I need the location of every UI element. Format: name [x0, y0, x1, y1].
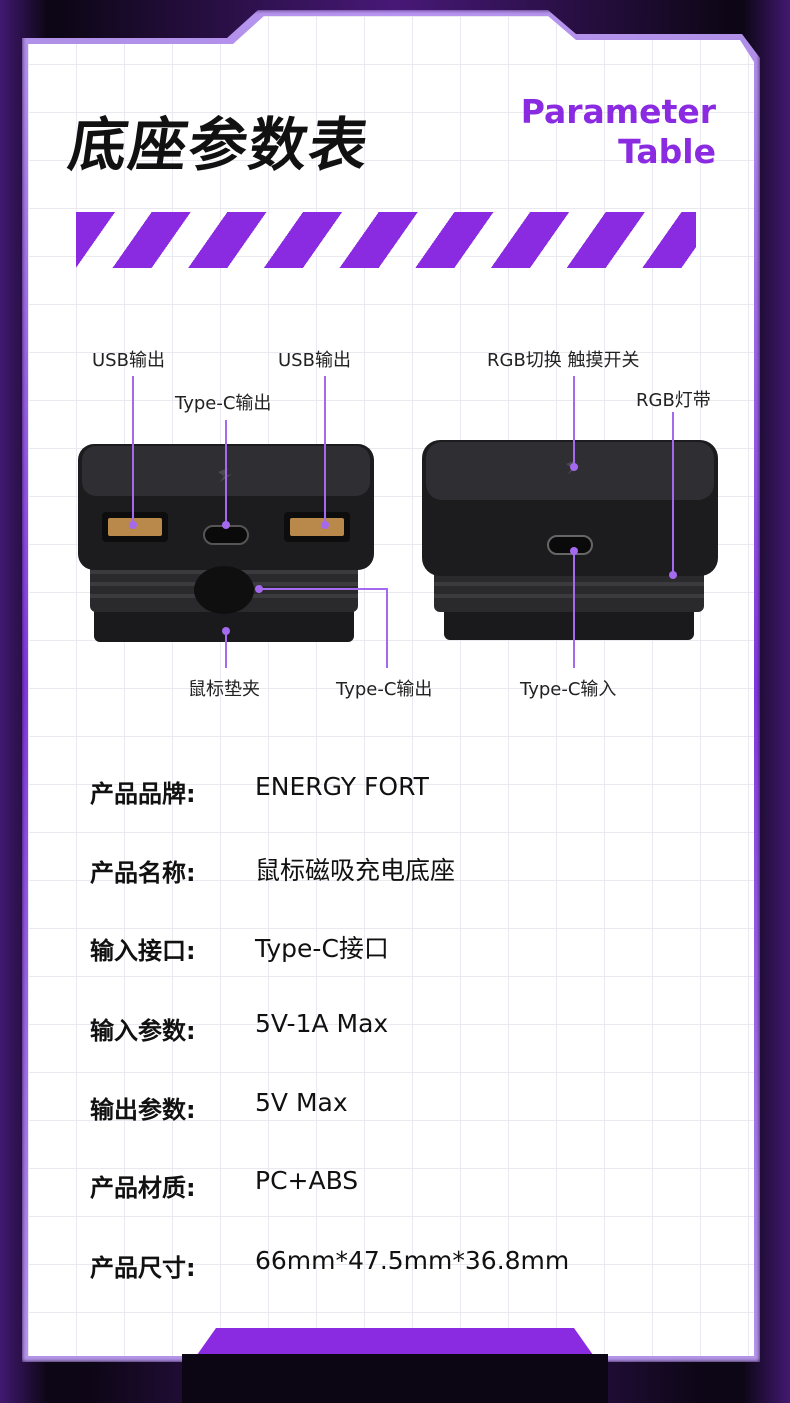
callout-usb-right: USB输出 [278, 350, 351, 371]
spec-value: ENERGY FORT [255, 772, 429, 801]
dot-typec-top [222, 521, 230, 529]
callout-rgb-strip: RGB灯带 [636, 390, 711, 411]
product-illustration [78, 440, 718, 642]
spec-label: 产品材质: [90, 1174, 196, 1202]
page-title-english: Parameter Table [521, 92, 716, 172]
dot-usb-left [129, 521, 137, 529]
line-mouse-clip [225, 630, 227, 668]
spec-row-size: 产品尺寸: 66mm*47.5mm*36.8mm [90, 1246, 710, 1288]
bolt-icon-rear [566, 460, 580, 474]
line-typec-top [225, 420, 227, 524]
page-title: 底座参数表 [64, 111, 375, 179]
title-en-line1: Parameter [520, 92, 716, 131]
spec-row-material: 产品材质: PC+ABS [90, 1166, 710, 1208]
spec-label: 输入接口: [90, 937, 196, 965]
spec-value: PC+ABS [255, 1166, 359, 1195]
callout-usb-left: USB输出 [92, 350, 165, 371]
callout-rgb-switch: RGB切换 触摸开关 [487, 350, 640, 371]
spec-row-input-params: 输入参数: 5V-1A Max [90, 1009, 710, 1051]
spec-row-name: 产品名称: 鼠标磁吸充电底座 [90, 853, 710, 893]
callout-mouse-pad-clip: 鼠标垫夹 [188, 679, 260, 700]
front-device [78, 444, 374, 642]
rear-device [422, 440, 718, 640]
line-typec-bottom [386, 588, 388, 668]
dot-rgb-switch [570, 463, 578, 471]
dot-typec-bottom [255, 585, 263, 593]
spec-row-output-params: 输出参数: 5V Max [90, 1088, 710, 1130]
spec-row-input-port: 输入接口: Type-C接口 [90, 931, 710, 971]
spec-value: 66mm*47.5mm*36.8mm [255, 1246, 570, 1275]
spec-row-brand: 产品品牌: ENERGY FORT [90, 772, 710, 814]
line-rgb-switch [573, 376, 575, 466]
spec-value: 5V-1A Max [255, 1009, 389, 1038]
hline-typec-bottom [258, 588, 388, 590]
callout-typec-input: Type-C输入 [520, 679, 617, 700]
callout-typec-bottom: Type-C输出 [336, 679, 433, 700]
dot-mouse-clip [222, 627, 230, 635]
spec-label: 产品名称: [90, 859, 196, 887]
dot-rgb-strip [669, 571, 677, 579]
spec-value: Type-C接口 [255, 934, 389, 963]
spec-label: 输入参数: [90, 1017, 196, 1045]
stripe-divider [76, 212, 696, 268]
spec-label: 产品品牌: [90, 780, 196, 808]
line-usb-right [324, 376, 326, 524]
spec-value: 5V Max [255, 1088, 348, 1117]
spec-value: 鼠标磁吸充电底座 [255, 856, 456, 885]
bolt-icon [218, 468, 232, 482]
bottom-shadow [182, 1354, 608, 1403]
callout-typec-top: Type-C输出 [175, 393, 272, 414]
title-en-line2: Table [618, 132, 716, 171]
spec-label: 产品尺寸: [90, 1254, 196, 1282]
line-usb-left [132, 376, 134, 524]
dot-typec-input [570, 547, 578, 555]
spec-label: 输出参数: [90, 1096, 196, 1124]
line-typec-input [573, 550, 575, 668]
line-rgb-strip [672, 412, 674, 574]
dot-usb-right [321, 521, 329, 529]
